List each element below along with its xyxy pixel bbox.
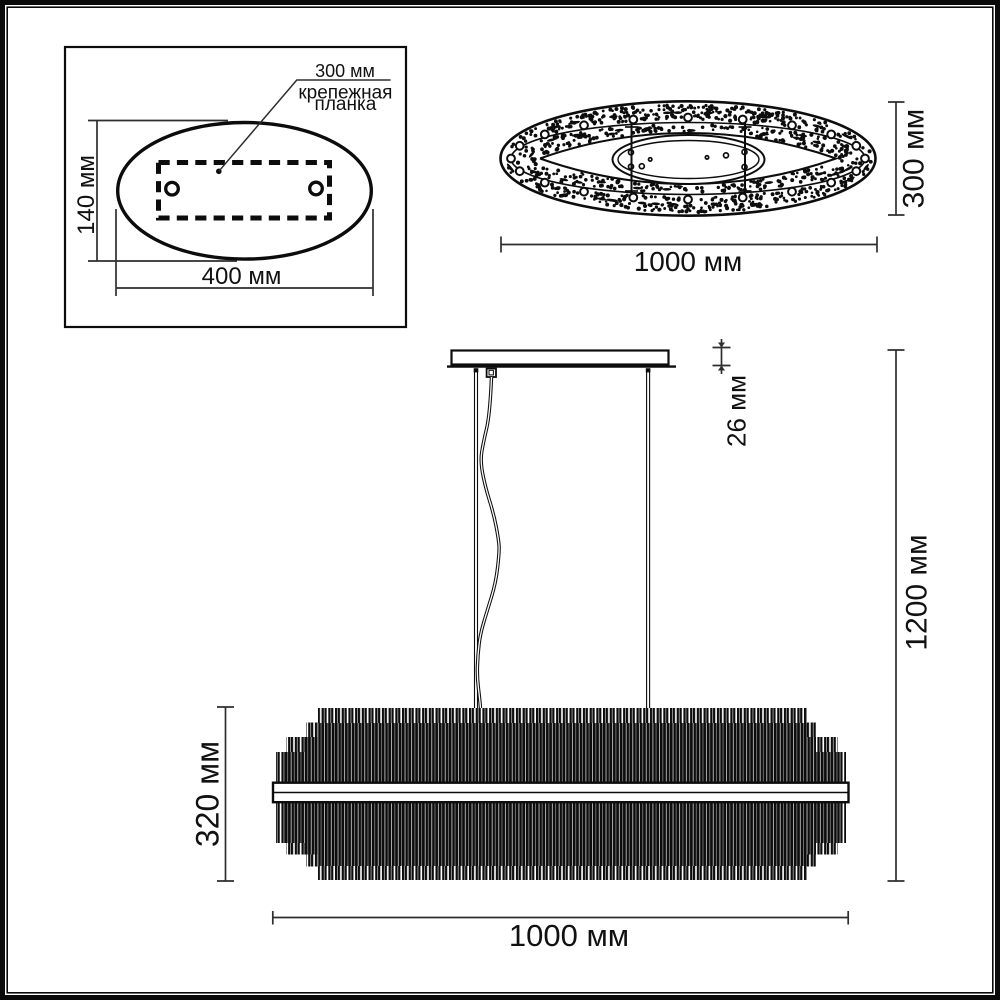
svg-text:320 мм: 320 мм: [190, 741, 226, 847]
svg-text:300 мм: 300 мм: [898, 109, 931, 209]
svg-text:26 мм: 26 мм: [722, 375, 752, 447]
svg-text:1000 мм: 1000 мм: [634, 246, 743, 277]
svg-text:планка: планка: [315, 94, 377, 115]
svg-text:400 мм: 400 мм: [202, 263, 282, 290]
svg-text:300 мм: 300 мм: [315, 61, 375, 81]
svg-text:1200 мм: 1200 мм: [901, 534, 934, 650]
svg-text:крепежная: крепежная: [298, 83, 392, 104]
svg-text:1000 мм: 1000 мм: [509, 918, 629, 953]
svg-text:140 мм: 140 мм: [73, 155, 100, 235]
